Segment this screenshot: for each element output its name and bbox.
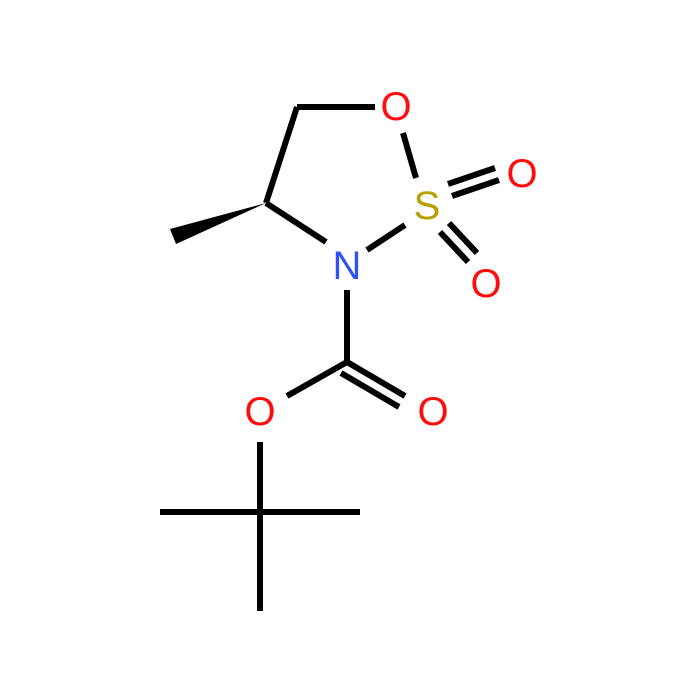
atom-n: N [333, 244, 362, 288]
bond-s-n [365, 222, 407, 253]
bond-s-o1-b [451, 177, 500, 199]
bond-s-o2-a [437, 229, 471, 265]
atom-s: S [414, 184, 441, 228]
bond-c-oester [285, 359, 349, 399]
bond-ch2-c4 [263, 106, 300, 204]
bond-wedge-methyl [170, 203, 266, 244]
atom-o-ester: O [244, 390, 275, 434]
bond-n-c4 [264, 200, 328, 245]
bond-c-o-double-a [345, 359, 407, 399]
atom-labels: O S O O N O O [244, 85, 537, 434]
bond-s-o2-b [446, 220, 480, 256]
bond-o-s [400, 132, 419, 179]
bond-s-o1-a [447, 165, 496, 187]
atom-o-ring: O [380, 85, 411, 129]
atom-o-sulfonyl-2: O [470, 262, 501, 306]
bonds [160, 104, 500, 611]
bond-c-o-double-b [339, 370, 401, 410]
atom-o-sulfonyl-1: O [506, 152, 537, 196]
atom-o-carbonyl: O [417, 390, 448, 434]
